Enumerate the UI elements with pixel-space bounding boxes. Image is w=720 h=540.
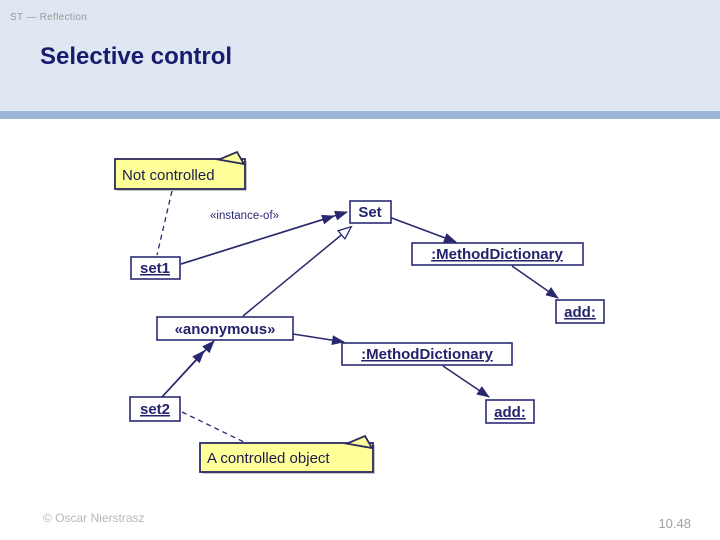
note-controlled-object-label: A controlled object — [207, 450, 330, 467]
node-methoddictionary-1: :MethodDictionary — [411, 242, 584, 266]
edge-methoddictionary2-to-add2 — [442, 365, 490, 398]
node-methoddictionary-2: :MethodDictionary — [341, 342, 513, 366]
course-label: ST — Reflection — [10, 12, 88, 23]
edge-anonymous-to-methoddictionary2 — [292, 333, 345, 346]
node-box — [130, 256, 181, 280]
slide-header: ST — Reflection Selective control — [0, 0, 720, 111]
footer-copyright: © Oscar Nierstrasz — [43, 511, 145, 525]
edge-methoddictionary1-to-add1 — [511, 265, 559, 299]
node-box — [411, 242, 584, 266]
node-set2: set2 — [129, 396, 181, 422]
node-add-1-label: add: — [564, 304, 596, 321]
header-divider-band — [0, 111, 720, 119]
node-set1-label: set1 — [140, 260, 170, 277]
edge-set1-to-set — [180, 210, 348, 265]
node-add-1: add: — [555, 299, 605, 324]
node-add-2-label: add: — [494, 404, 526, 421]
node-methoddictionary-2-label: :MethodDictionary — [361, 346, 493, 363]
node-box — [129, 396, 181, 422]
note-fold-icon — [343, 434, 374, 450]
note-not-controlled-label: Not controlled — [122, 167, 215, 184]
node-box — [555, 299, 605, 324]
node-methoddictionary-1-label: :MethodDictionary — [431, 246, 563, 263]
edge-anonymous-to-set-inheritance — [242, 227, 351, 317]
node-box — [341, 342, 513, 366]
page-title: Selective control — [40, 43, 233, 70]
note-body — [199, 442, 374, 473]
footer-page-number: 10.48 — [658, 516, 691, 531]
node-anonymous: «anonymous» — [156, 316, 294, 341]
node-set-class-label: Set — [358, 204, 381, 221]
edge-note-to-set1 — [156, 190, 173, 256]
node-set1: set1 — [130, 256, 181, 280]
node-anonymous-label: «anonymous» — [175, 321, 276, 338]
node-add-2: add: — [485, 399, 535, 424]
node-set-class: Set — [349, 200, 392, 224]
node-set2-label: set2 — [140, 401, 170, 418]
note-body — [114, 158, 246, 190]
node-box — [349, 200, 392, 224]
node-box — [485, 399, 535, 424]
note-controlled-object: A controlled object — [199, 434, 375, 474]
note-fold-icon — [215, 150, 246, 166]
edge-set2-to-anonymous — [161, 340, 215, 398]
edge-set2-to-note — [181, 411, 247, 444]
node-box — [156, 316, 294, 341]
edge-set-to-methoddictionary1 — [388, 216, 457, 243]
note-not-controlled: Not controlled — [114, 150, 247, 191]
instance-of-label: «instance-of» — [210, 210, 279, 222]
